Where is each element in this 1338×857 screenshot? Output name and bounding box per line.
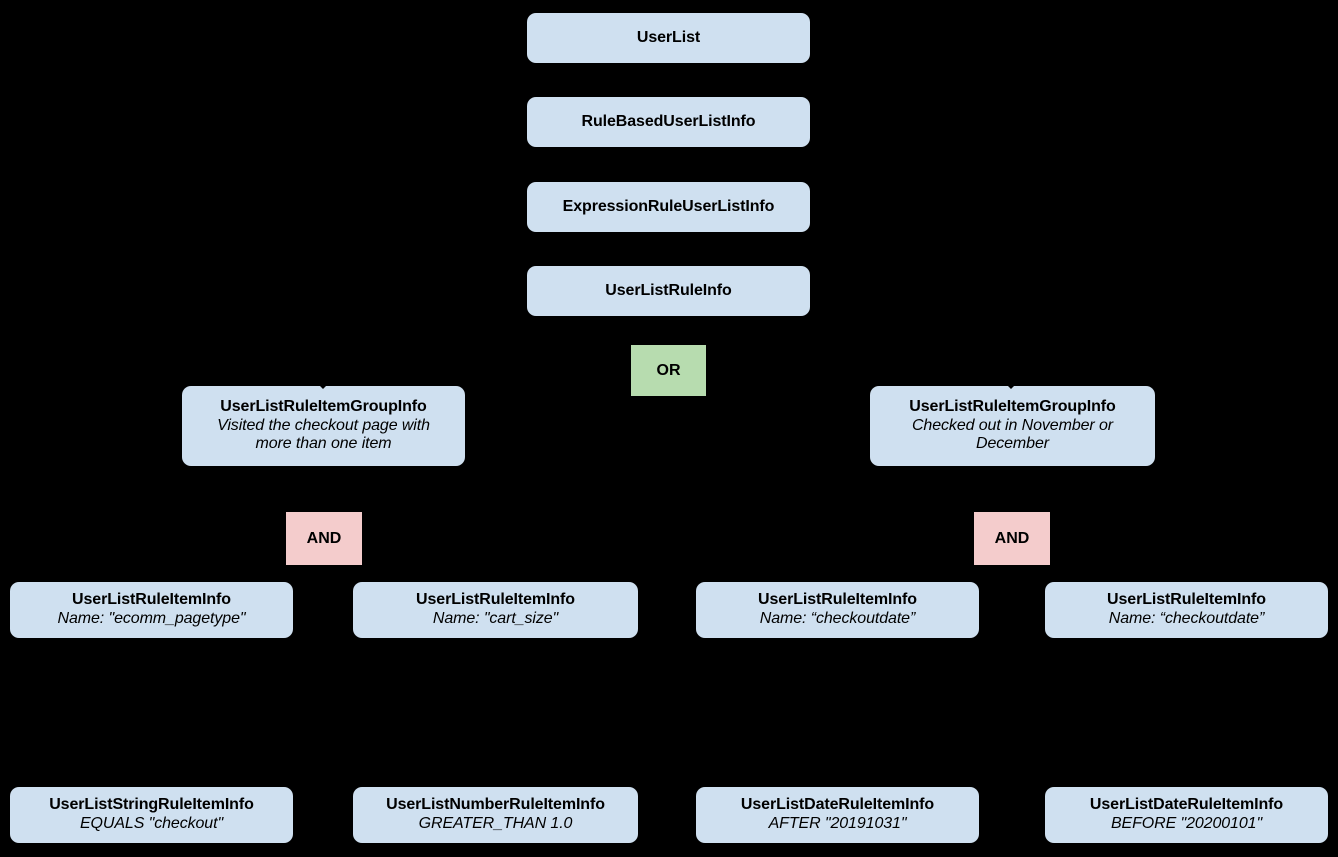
node-date-rule-item-info-before[interactable]: UserListDateRuleItemInfo BEFORE "2020010… (1045, 787, 1328, 843)
node-rule-item-info-4[interactable]: UserListRuleItemInfo Name: “checkoutdate… (1045, 582, 1328, 638)
node-subtitle: Name: “checkoutdate” (759, 610, 916, 627)
edge-userlist-to-rulebased (667, 62, 670, 98)
operator-or[interactable]: OR (631, 345, 706, 396)
node-rule-item-info-1[interactable]: UserListRuleItemInfo Name: "ecomm_pagety… (10, 582, 293, 638)
node-subtitle: BEFORE "20200101" (1110, 815, 1263, 832)
node-title: UserListRuleItemGroupInfo (220, 397, 427, 415)
node-subtitle: Name: "ecomm_pagetype" (57, 610, 246, 627)
node-title: UserListRuleInfo (605, 281, 732, 299)
node-subtitle: AFTER "20191031" (768, 815, 907, 832)
node-user-list[interactable]: UserList (527, 13, 810, 63)
node-subtitle: Checked out in November or December (911, 416, 1114, 453)
node-title: UserListRuleItemInfo (416, 591, 575, 609)
node-title: RuleBasedUserListInfo (581, 112, 756, 130)
operator-and-left[interactable]: AND (286, 512, 362, 565)
operator-label: OR (656, 361, 681, 379)
edge-expression-to-ruleinfo (667, 232, 670, 268)
arrow-into-group-right-icon (1002, 380, 1020, 389)
node-string-rule-item-info[interactable]: UserListStringRuleItemInfo EQUALS "check… (10, 787, 293, 843)
node-title: UserListRuleItemInfo (72, 591, 231, 609)
node-group-left[interactable]: UserListRuleItemGroupInfo Visited the ch… (182, 386, 465, 466)
node-title: UserListRuleItemInfo (1107, 591, 1266, 609)
node-title: UserListDateRuleItemInfo (740, 796, 935, 814)
node-date-rule-item-info-after[interactable]: UserListDateRuleItemInfo AFTER "20191031… (696, 787, 979, 843)
node-title: UserListRuleItemGroupInfo (909, 397, 1116, 415)
node-title: UserListStringRuleItemInfo (49, 796, 254, 814)
node-group-right[interactable]: UserListRuleItemGroupInfo Checked out in… (870, 386, 1155, 466)
node-expression-rule-user-list-info[interactable]: ExpressionRuleUserListInfo (527, 182, 810, 232)
operator-label: AND (994, 529, 1030, 547)
node-title: UserListNumberRuleItemInfo (386, 796, 605, 814)
node-rule-based-user-list-info[interactable]: RuleBasedUserListInfo (527, 97, 810, 147)
edge-ruleinfo-to-or (667, 316, 670, 346)
node-rule-item-info-2[interactable]: UserListRuleItemInfo Name: "cart_size" (353, 582, 638, 638)
node-subtitle: GREATER_THAN 1.0 (418, 815, 573, 832)
node-number-rule-item-info[interactable]: UserListNumberRuleItemInfo GREATER_THAN … (353, 787, 638, 843)
node-title: UserListRuleItemInfo (758, 591, 917, 609)
node-subtitle: Visited the checkout page with more than… (217, 416, 430, 453)
node-subtitle: Name: “checkoutdate” (1108, 610, 1265, 627)
node-subtitle: EQUALS "checkout" (79, 815, 224, 832)
node-user-list-rule-info[interactable]: UserListRuleInfo (527, 266, 810, 316)
node-subtitle: Name: "cart_size" (432, 610, 559, 627)
node-rule-item-info-3[interactable]: UserListRuleItemInfo Name: “checkoutdate… (696, 582, 979, 638)
node-title: UserList (636, 28, 701, 46)
operator-label: AND (306, 529, 342, 547)
node-title: UserListDateRuleItemInfo (1089, 796, 1284, 814)
edge-rulebased-to-expression (667, 147, 670, 183)
arrow-into-group-left-icon (314, 380, 332, 389)
node-title: ExpressionRuleUserListInfo (562, 197, 775, 215)
operator-and-right[interactable]: AND (974, 512, 1050, 565)
